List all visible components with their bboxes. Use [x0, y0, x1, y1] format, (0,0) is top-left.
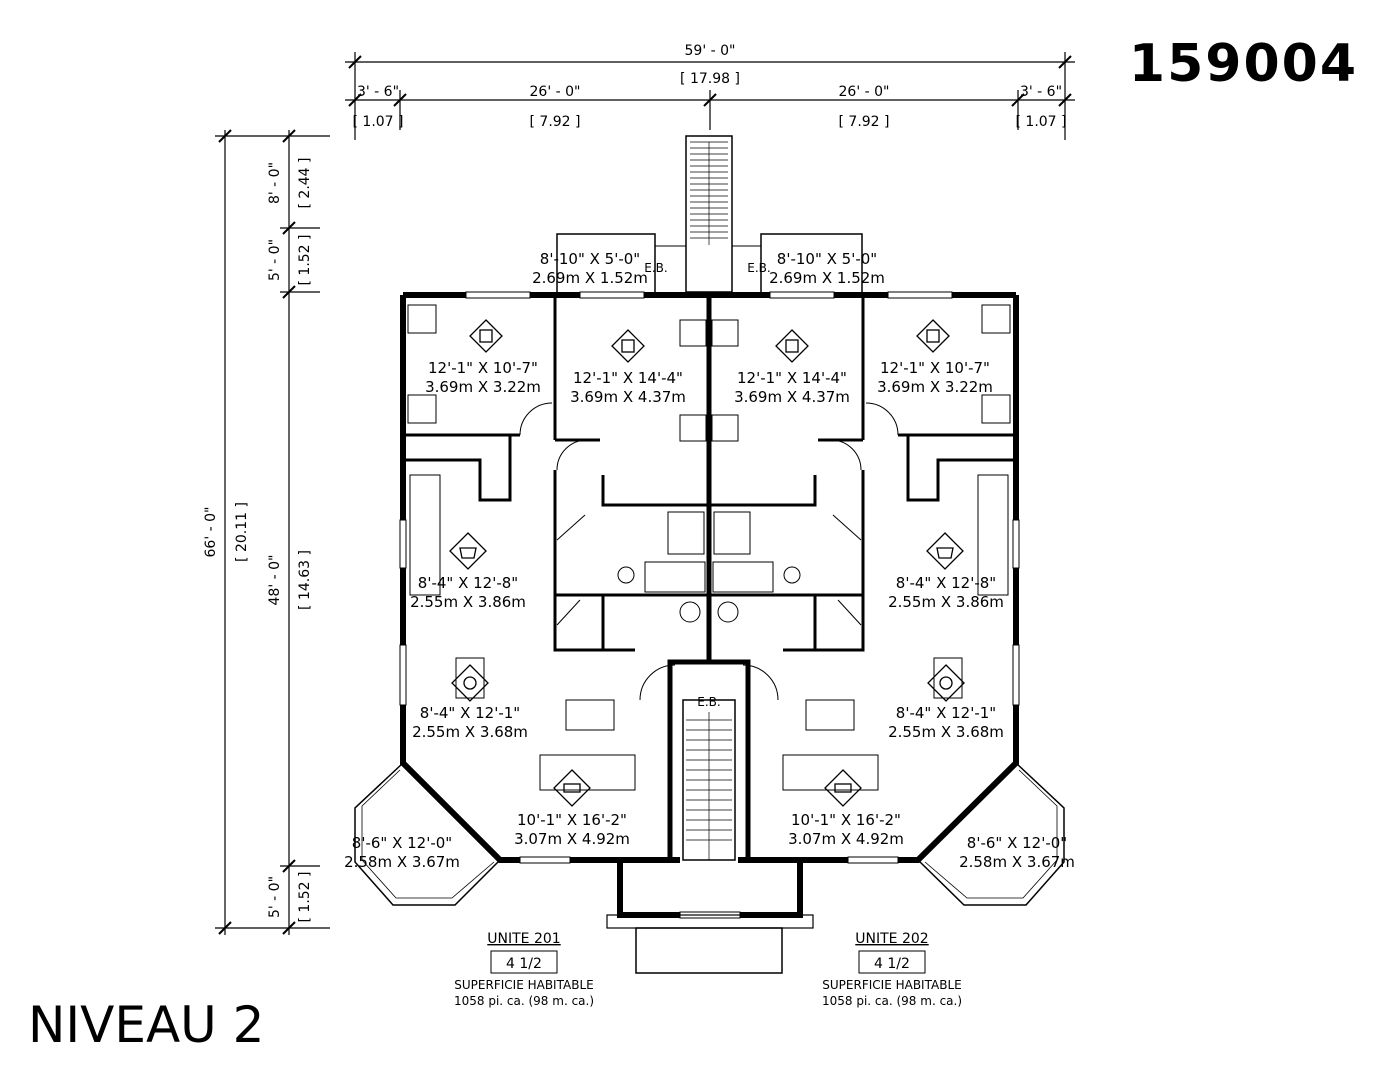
kitchen-icon	[449, 532, 487, 570]
bedroom-2-left-size-ft: 12'-1" X 14'-4"	[573, 369, 683, 387]
bedroom-2-left-size-m: 3.69m X 4.37m	[570, 388, 686, 406]
dim-top-m: [ 2.44 ]	[297, 158, 313, 209]
eb-label-right-balcony: E.B.	[747, 261, 770, 275]
bedroom-2-right-size-ft: 12'-1" X 14'-4"	[737, 369, 847, 387]
balcony-left-size-ft: 8'-10" X 5'-0"	[540, 250, 640, 268]
kitchen-right-size-ft: 8'-4" X 12'-8"	[896, 574, 996, 592]
bedroom-1-right-size-m: 3.69m X 3.22m	[877, 378, 993, 396]
dim-main-ft: 48' - 0"	[267, 555, 283, 606]
unit-201-type-box	[490, 950, 558, 974]
eb-label-left-balcony: E.B.	[644, 261, 667, 275]
kitchen-left-size-ft: 8'-4" X 12'-8"	[418, 574, 518, 592]
balcony-left-size-m: 2.69m X 1.52m	[532, 269, 648, 287]
dim-overall-width-ft: 59' - 0"	[685, 43, 736, 59]
kitchen-left-size-m: 2.55m X 3.86m	[410, 593, 526, 611]
bedroom-2-right-size-m: 3.69m X 4.37m	[734, 388, 850, 406]
dim-right-edge-m: [ 1.07 ]	[1016, 114, 1067, 130]
dining-right-size-m: 2.55m X 3.68m	[888, 723, 1004, 741]
living-room-icon	[553, 769, 591, 807]
dim-left-span-m: [ 7.92 ]	[530, 114, 581, 130]
dining-icon	[451, 664, 489, 702]
bedroom-1-icon	[469, 319, 503, 353]
dining-right-size-ft: 8'-4" X 12'-1"	[896, 704, 996, 722]
unit-202-name: UNITE 202	[855, 931, 928, 947]
unit-202-area-label: SUPERFICIE HABITABLE	[822, 978, 961, 992]
kitchen-right-size-m: 2.55m X 3.86m	[888, 593, 1004, 611]
dim-balcony-m: [ 1.52 ]	[297, 235, 313, 286]
kitchen-icon	[926, 532, 964, 570]
unit-201-area: 1058 pi. ca. (98 m. ca.)	[454, 994, 594, 1008]
bedroom-1-icon	[916, 319, 950, 353]
dining-left-size-m: 2.55m X 3.68m	[412, 723, 528, 741]
living-left-size-ft: 10'-1" X 16'-2"	[517, 811, 627, 829]
dim-right-edge-ft: 3' - 6"	[1020, 84, 1062, 100]
unit-201-name: UNITE 201	[487, 931, 560, 947]
dim-bottom-m: [ 1.52 ]	[297, 872, 313, 923]
interior-stair	[639, 659, 779, 861]
living-left-size-m: 3.07m X 4.92m	[514, 830, 630, 848]
front-porch	[606, 914, 814, 974]
bay-left-size-ft: 8'-6" X 12'-0"	[352, 834, 452, 852]
living-right-size-m: 3.07m X 4.92m	[788, 830, 904, 848]
unit-202-type: 4 1/2	[874, 956, 910, 972]
dim-top-ft: 8' - 0"	[267, 162, 283, 204]
balcony-right-size-ft: 8'-10" X 5'-0"	[777, 250, 877, 268]
dim-overall-width-m: [ 17.98 ]	[680, 71, 740, 87]
unit-202-type-box	[858, 950, 926, 974]
dim-overall-depth-ft: 66' - 0"	[203, 507, 219, 558]
eb-label-interior-stair: E.B.	[697, 695, 720, 709]
dim-main-m: [ 14.63 ]	[297, 550, 313, 610]
bay-windows	[354, 762, 1065, 906]
rear-exterior-stair	[556, 135, 863, 293]
dim-right-span-m: [ 7.92 ]	[839, 114, 890, 130]
top-dimension-lines	[345, 52, 1075, 140]
dim-bottom-ft: 5' - 0"	[267, 876, 283, 918]
bay-right-size-ft: 8'-6" X 12'-0"	[967, 834, 1067, 852]
level-title: NIVEAU 2	[28, 996, 265, 1054]
dim-overall-depth-m: [ 20.11 ]	[234, 502, 250, 562]
fixtures	[407, 304, 1011, 791]
dim-right-span-ft: 26' - 0"	[839, 84, 890, 100]
unit-202-area: 1058 pi. ca. (98 m. ca.)	[822, 994, 962, 1008]
interior-walls	[403, 295, 1016, 652]
dim-balcony-ft: 5' - 0"	[267, 239, 283, 281]
bay-right-size-m: 2.58m X 3.67m	[959, 853, 1075, 871]
bedroom-1-right-size-ft: 12'-1" X 10'-7"	[880, 359, 990, 377]
bedroom-1-left-size-m: 3.69m X 3.22m	[425, 378, 541, 396]
plan-number: 159004	[1128, 34, 1358, 94]
bedroom-2-icon	[611, 329, 645, 363]
bedroom-2-icon	[775, 329, 809, 363]
balcony-right-size-m: 2.69m X 1.52m	[769, 269, 885, 287]
bay-left-size-m: 2.58m X 3.67m	[344, 853, 460, 871]
dim-left-edge-ft: 3' - 6"	[357, 84, 399, 100]
dining-icon	[927, 664, 965, 702]
door-swings	[519, 402, 899, 626]
living-right-size-ft: 10'-1" X 16'-2"	[791, 811, 901, 829]
dining-left-size-ft: 8'-4" X 12'-1"	[420, 704, 520, 722]
left-dimension-lines	[215, 129, 330, 935]
dim-left-edge-m: [ 1.07 ]	[353, 114, 404, 130]
dim-left-span-ft: 26' - 0"	[530, 84, 581, 100]
living-room-icon	[824, 769, 862, 807]
unit-201-area-label: SUPERFICIE HABITABLE	[454, 978, 593, 992]
unit-201-type: 4 1/2	[506, 956, 542, 972]
bedroom-1-left-size-ft: 12'-1" X 10'-7"	[428, 359, 538, 377]
